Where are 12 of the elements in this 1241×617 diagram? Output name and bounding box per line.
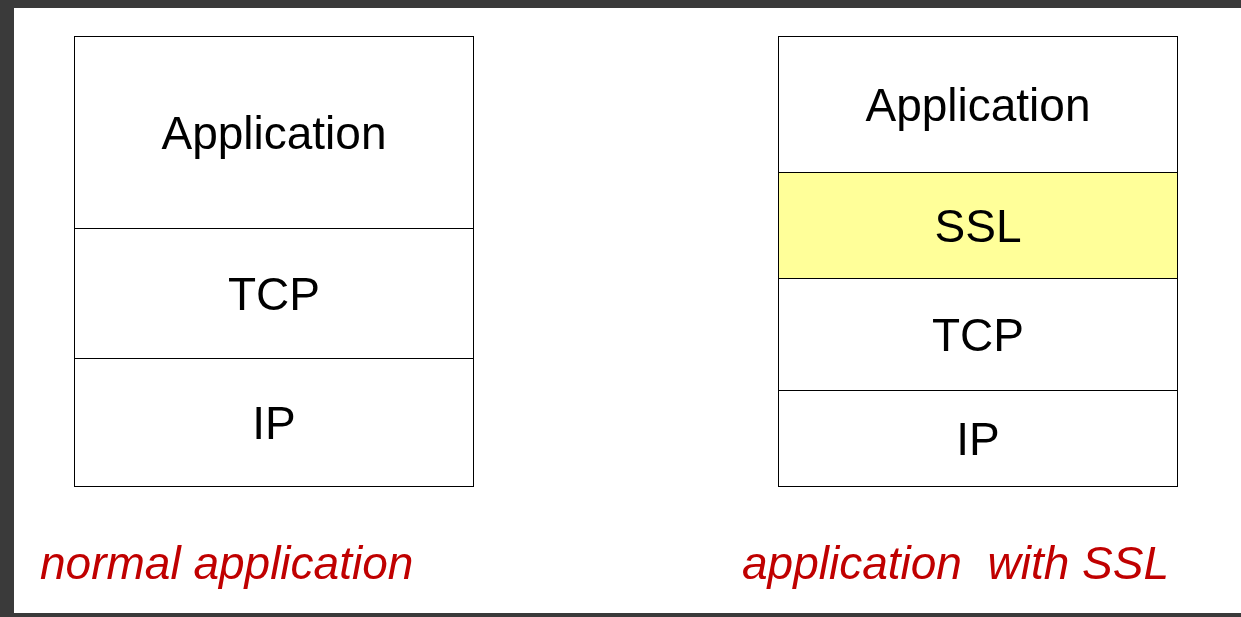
layer-box xyxy=(778,278,1178,391)
layer-box xyxy=(74,358,474,487)
layer-label: TCP xyxy=(932,311,1024,358)
layer-box xyxy=(778,390,1178,487)
layer-label: SSL xyxy=(934,202,1022,249)
layer-label: IP xyxy=(252,399,296,446)
layer-box xyxy=(778,36,1178,173)
layer-box xyxy=(74,228,474,359)
layer-box xyxy=(74,36,474,229)
layer-box xyxy=(778,172,1178,279)
layer-label: TCP xyxy=(228,270,320,317)
layer-label: IP xyxy=(956,415,1000,462)
